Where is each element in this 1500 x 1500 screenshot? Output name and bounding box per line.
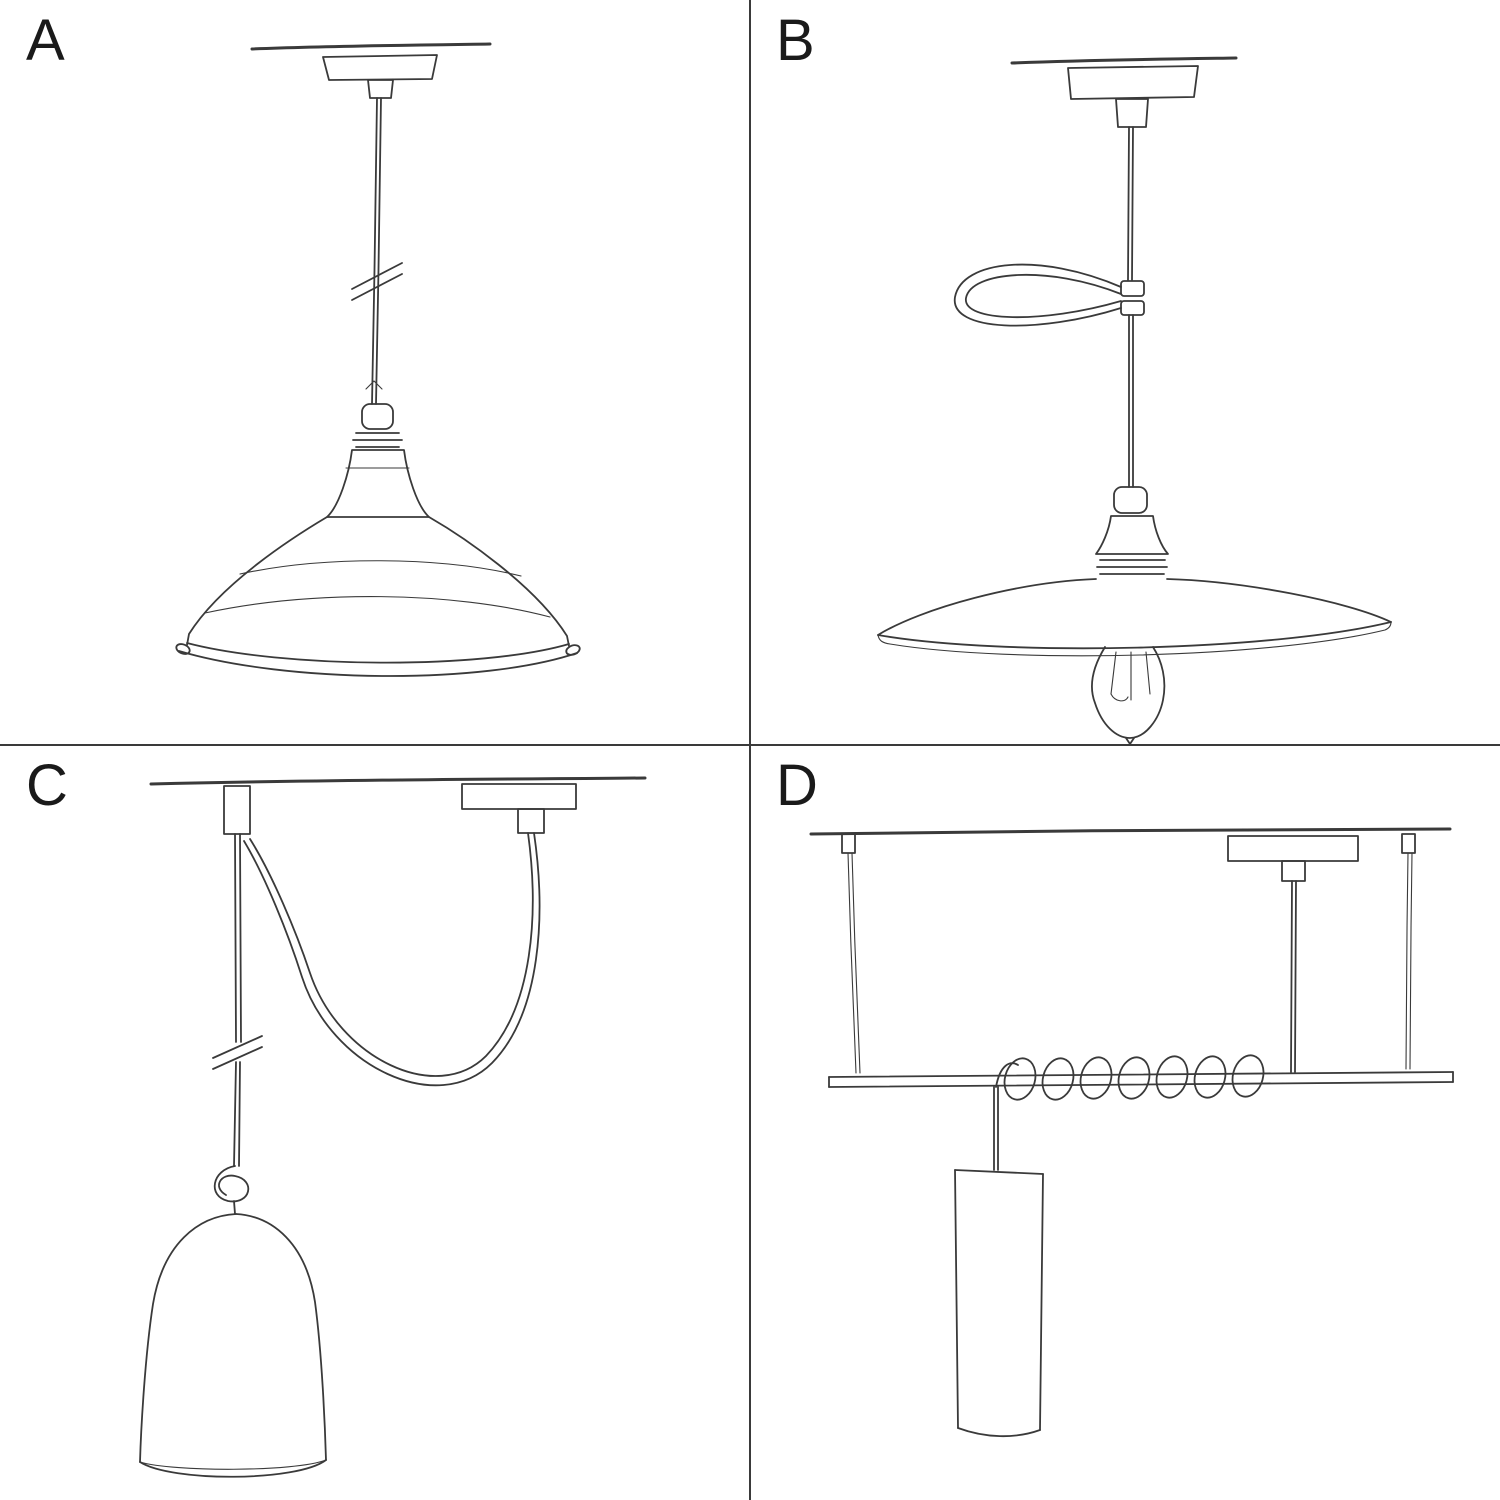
pendant-cable [212, 833, 263, 1167]
ceiling-rose [322, 54, 438, 99]
ceiling-rose [461, 783, 577, 834]
panel-c-label: C [26, 753, 69, 818]
edison-bulb [1091, 646, 1166, 745]
pendant-drop-cable [993, 1086, 999, 1171]
panel-b: B [750, 0, 1500, 745]
bistro-lampshade [175, 516, 581, 677]
coiled-cable [995, 1054, 1265, 1101]
suspended-bar [828, 1071, 1454, 1088]
bell-lampshade [139, 1213, 327, 1478]
vertical-divider [749, 0, 751, 1500]
illustration-d [809, 827, 1454, 1438]
swag-cable [243, 832, 541, 1087]
pendant-cable [351, 97, 403, 405]
lamp-holder [1095, 486, 1169, 575]
cable-knot [213, 1165, 250, 1215]
ceiling-line [809, 827, 1452, 836]
lamp-holder [326, 403, 430, 518]
ceiling-line [250, 42, 492, 51]
panel-c: C [0, 745, 750, 1500]
panel-a-label: A [26, 8, 66, 73]
panel-a: A [0, 0, 750, 745]
swag-loop-clip [954, 263, 1145, 327]
ceiling-rose [1067, 65, 1199, 128]
side-suspension-right [1401, 833, 1416, 1070]
ceiling-hook [223, 785, 251, 835]
panel-d: D [750, 745, 1500, 1500]
panel-b-label: B [776, 8, 816, 73]
panel-d-label: D [776, 753, 819, 818]
tube-lampshade [954, 1169, 1044, 1438]
ceiling-line [1010, 56, 1238, 65]
pendant-cable-lower [1128, 314, 1134, 488]
illustration-c [139, 776, 647, 1478]
center-drop-cable [1290, 880, 1297, 1073]
pendant-cable-upper [1127, 126, 1134, 281]
illustration-a [175, 42, 581, 677]
ceiling-rose [1227, 835, 1359, 882]
horizontal-divider [0, 744, 1500, 746]
flat-plate-lampshade [877, 578, 1392, 657]
ceiling-line [149, 776, 647, 786]
illustration-b [877, 56, 1392, 745]
side-suspension-left [841, 833, 861, 1074]
